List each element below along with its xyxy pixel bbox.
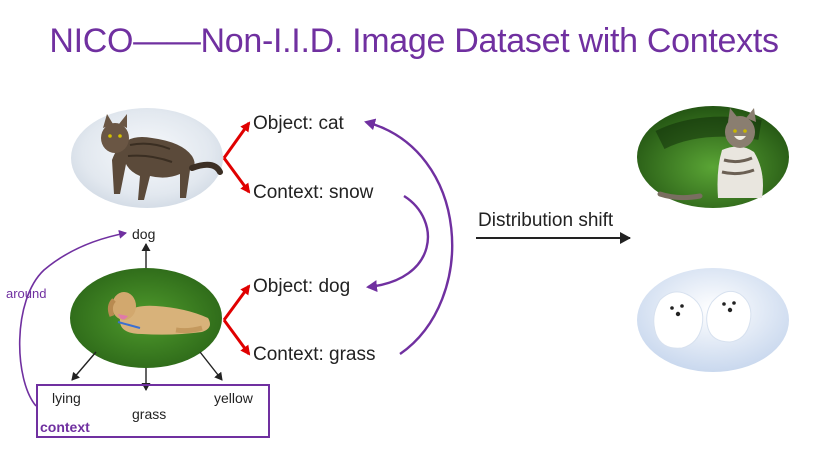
cat-on-snow-photo [71, 108, 223, 208]
around-arrow [18, 229, 127, 407]
label-yellow: yellow [214, 390, 253, 406]
context-arrow-lying [71, 351, 97, 381]
context-arrow-yellow [199, 351, 223, 381]
label-distribution-shift: Distribution shift [478, 210, 614, 231]
label-context-grass: Context: grass [253, 344, 376, 365]
dog-on-grass-photo [70, 268, 222, 368]
branch-arrow-dog-object [222, 284, 251, 321]
label-around: around [6, 286, 47, 301]
branch-arrow-dog-context [222, 319, 251, 356]
curved-arrow-grass-to-cat [364, 118, 454, 355]
cat-on-grass-photo [637, 106, 789, 208]
context-box [36, 384, 270, 438]
label-dog: dog [132, 226, 156, 242]
label-object-dog: Object: dog [253, 276, 351, 297]
label-context-snow: Context: snow [253, 182, 374, 203]
page-title: NICO——Non-I.I.D. Image Dataset with Cont… [49, 22, 779, 60]
label-grass: grass [132, 406, 167, 422]
branch-arrow-cat-object [222, 121, 251, 159]
label-object-cat: Object: cat [253, 113, 344, 134]
label-context: context [40, 419, 90, 435]
branch-arrow-cat-context [222, 157, 251, 194]
label-lying: lying [52, 390, 81, 406]
dogs-on-snow-photo [637, 268, 789, 372]
curved-arrow-snow-to-dog [366, 194, 430, 293]
